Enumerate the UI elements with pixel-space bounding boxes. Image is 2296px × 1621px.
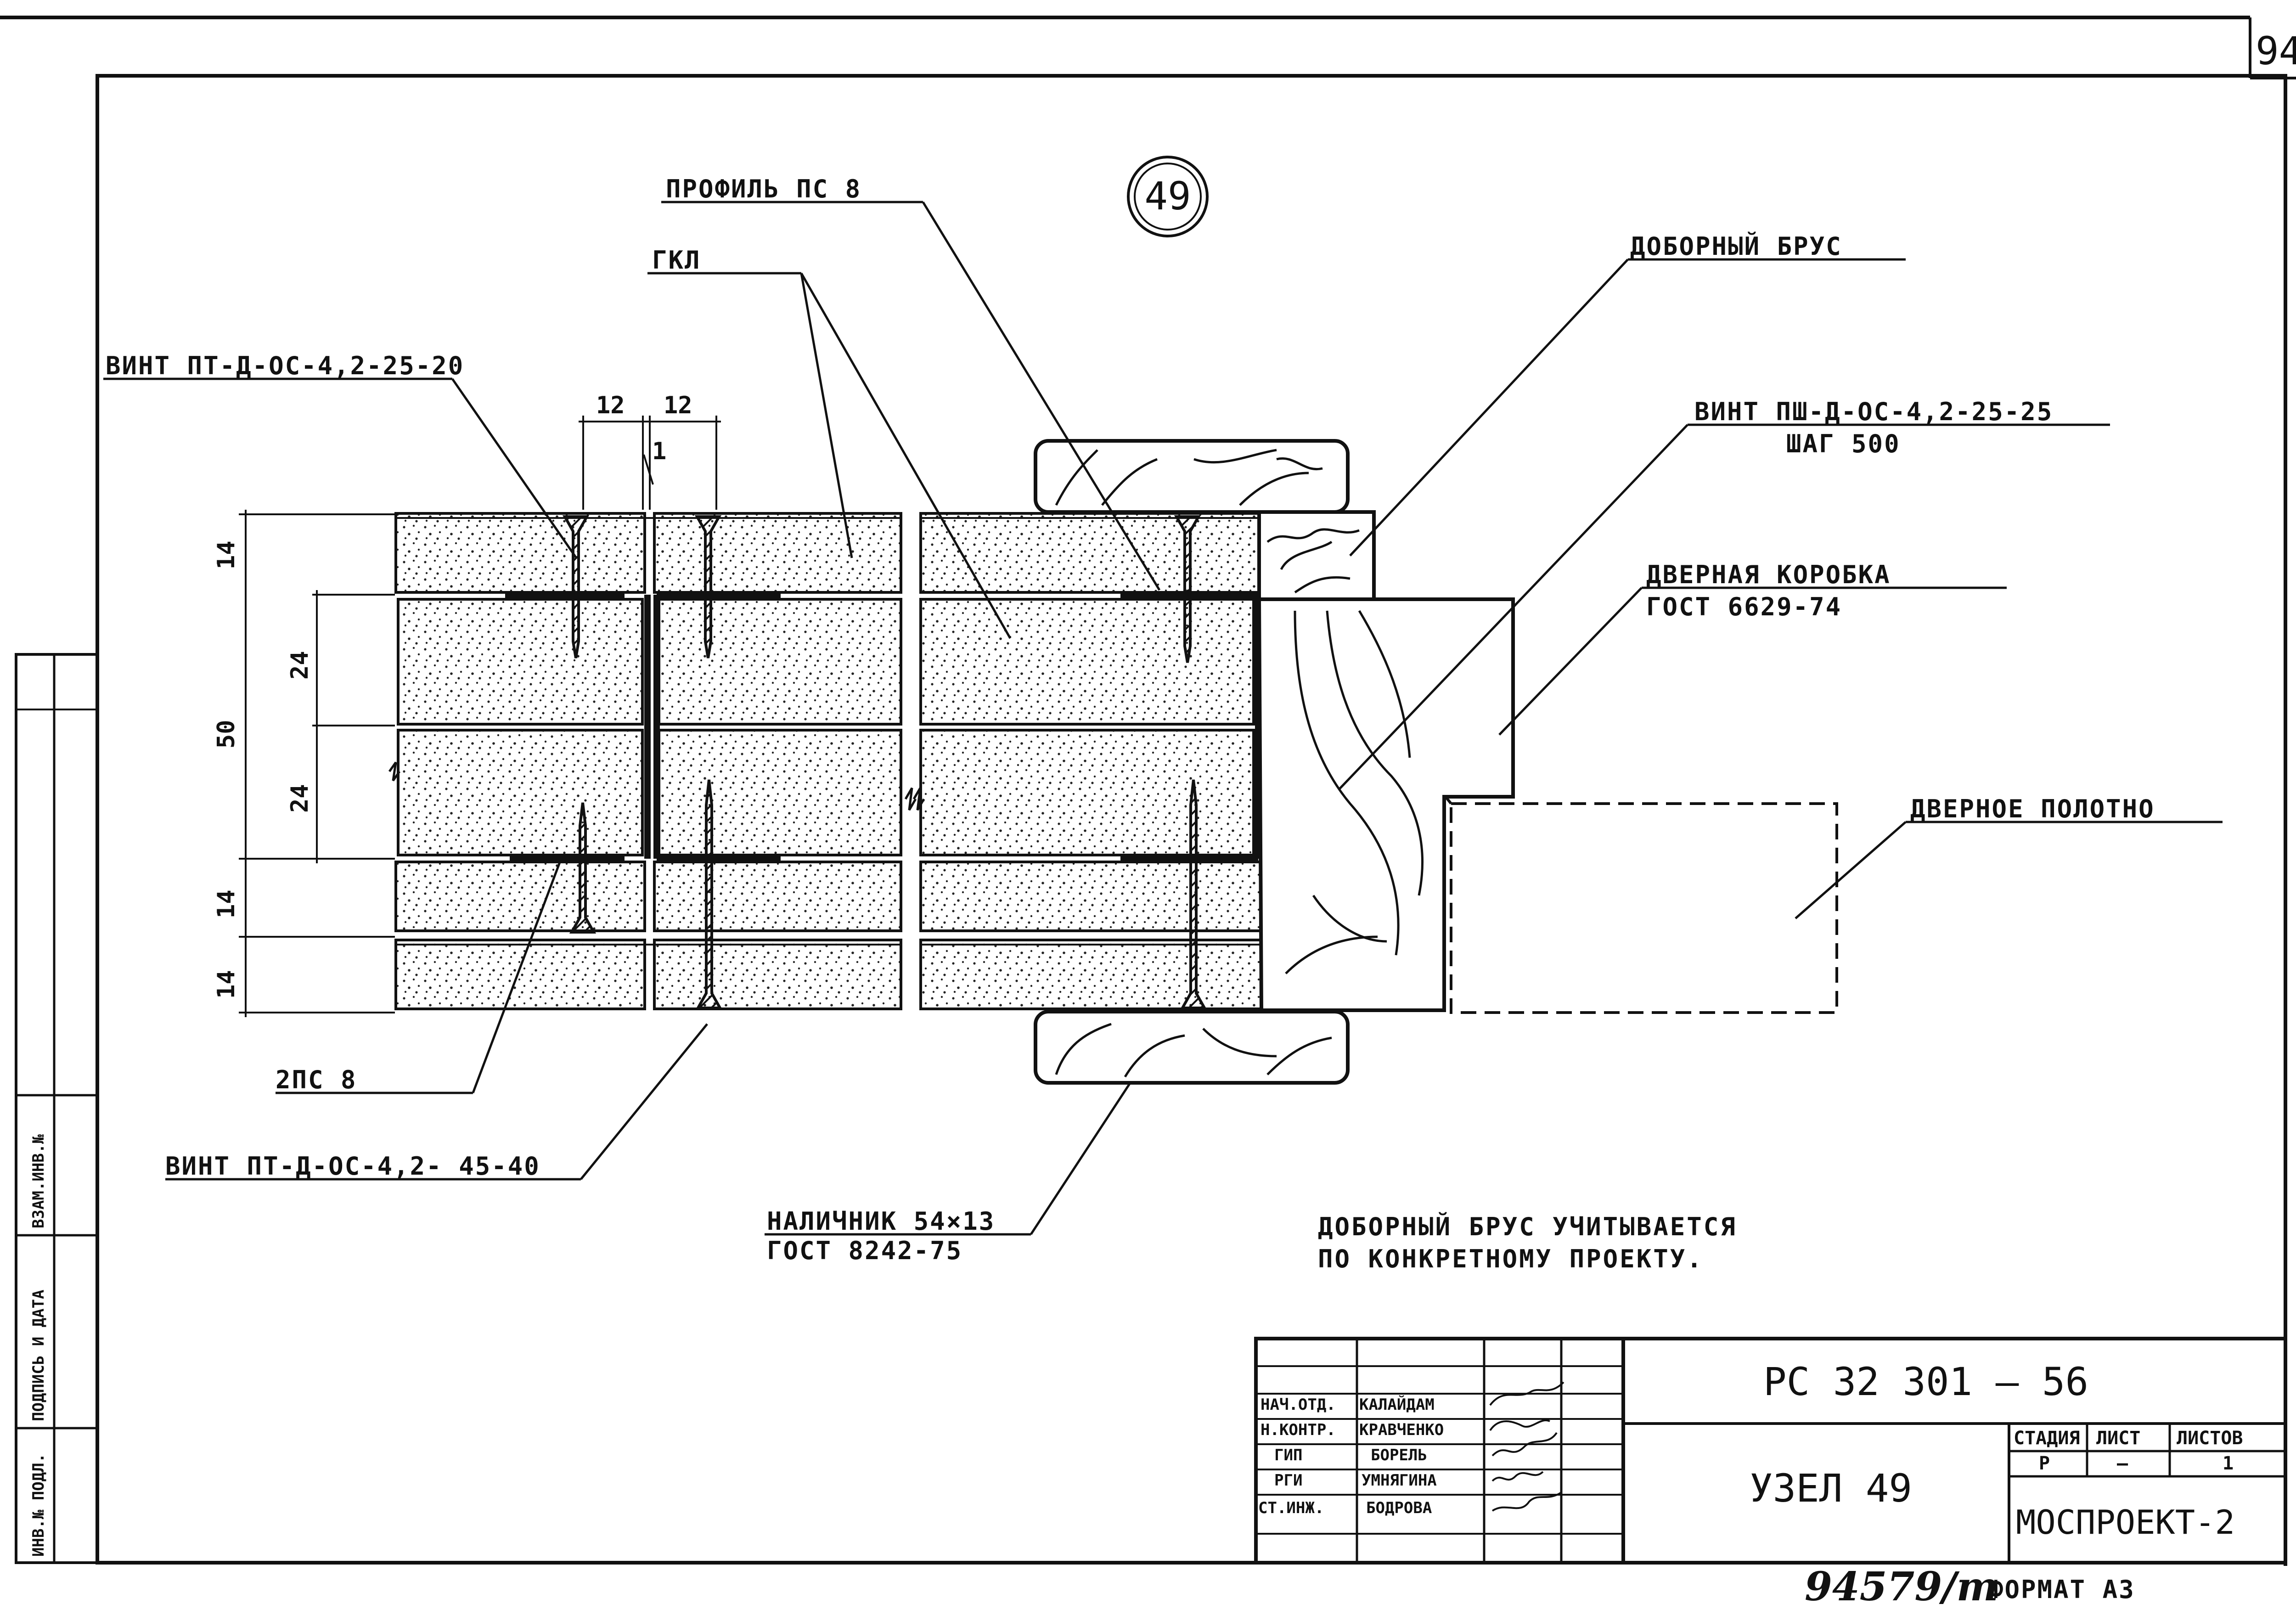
- sheets-header: ЛИСТОВ: [2177, 1428, 2243, 1449]
- dim-14-middle: 14: [213, 889, 240, 918]
- label-gkl: ГКЛ: [652, 246, 701, 275]
- dim-14-top: 14: [213, 540, 240, 569]
- stage-header: СТАДИЯ: [2014, 1428, 2080, 1449]
- staff-role-4: РГИ: [1274, 1471, 1302, 1490]
- label-door-frame: ДВЕРНАЯ КОРОБКА: [1646, 560, 1891, 589]
- dimension-texts: 12 12 1 14 24 50 24 14 14: [213, 392, 692, 999]
- dim-50: 50: [213, 720, 240, 749]
- label-casing: НАЛИЧНИК 54×13: [767, 1207, 995, 1236]
- sheet-header: ЛИСТ: [2096, 1428, 2140, 1449]
- screws: [562, 515, 1402, 1009]
- staff-role-2: Н.КОНТР.: [1261, 1421, 1336, 1439]
- staff-name-1: КАЛАЙДАМ: [1359, 1395, 1435, 1414]
- doc-code: РС 32 301 – 56: [1763, 1359, 2088, 1404]
- organization: МОСПРОЕКТ-2: [2016, 1503, 2235, 1542]
- label-screw-short: ВИНТ ПТ-Д-ОС-4,2-25-20: [106, 351, 464, 380]
- staff-role-5: СТ.ИНЖ.: [1258, 1499, 1324, 1517]
- label-profile-2: 2ПС 8: [276, 1065, 357, 1094]
- sheet-frame: [0, 16, 2296, 1566]
- dim-24-upper: 24: [286, 651, 314, 680]
- staff-name-5: БОДРОВА: [1366, 1499, 1432, 1517]
- gkl-wall-section: [388, 512, 1263, 1010]
- side-stamp: ИНВ.№ ПОДЛ. ПОДПИСЬ И ДАТА ВЗАМ.ИНВ.№: [15, 653, 99, 1564]
- door-leaf: [1450, 802, 1838, 1014]
- stage-value: Р: [2039, 1453, 2050, 1474]
- note-line-1: ДОБОРНЫЙ БРУС УЧИТЫВАЕТСЯ: [1318, 1212, 1737, 1241]
- label-door-frame-standard: ГОСТ 6629-74: [1646, 592, 1842, 621]
- drawing-title: УЗЕЛ 49: [1750, 1466, 1912, 1511]
- leader-lines: [103, 201, 2223, 1236]
- dim-14-bottom: 14: [213, 970, 240, 999]
- label-screw-long: ВИНТ ПТ-Д-ОС-4,2- 45-40: [165, 1152, 540, 1181]
- label-profile: ПРОФИЛЬ ПС 8: [666, 174, 861, 203]
- dim-1: 1: [652, 438, 666, 465]
- detail-marker: 49: [1127, 156, 1209, 237]
- staff-name-4: УМНЯГИНА: [1362, 1471, 1437, 1490]
- paper-format: ФОРМАТ А3: [1988, 1575, 2135, 1604]
- note-line-2: ПО КОНКРЕТНОМУ ПРОЕКТУ.: [1318, 1244, 1704, 1273]
- wood-parts: [1034, 439, 1515, 1085]
- sheet-number: 94: [2256, 28, 2296, 73]
- dimension-lines: [239, 416, 721, 1017]
- title-block-texts: РС 32 301 – 56 УЗЕЛ 49 МОСПРОЕКТ-2 СТАДИ…: [1258, 1359, 2243, 1542]
- sheet-value: —: [2117, 1453, 2128, 1474]
- dim-12-right: 12: [664, 392, 692, 419]
- staff-name-2: КРАВЧЕНКО: [1359, 1421, 1444, 1439]
- sheets-value: 1: [2223, 1453, 2234, 1474]
- inventory-number: 94579/т: [1805, 1564, 1998, 1610]
- title-block: [1254, 1337, 2287, 1565]
- label-door-leaf: ДВЕРНОЕ ПОЛОТНО: [1910, 794, 2155, 823]
- label-casing-standard: ГОСТ 8242-75: [767, 1236, 962, 1265]
- label-screw-frame: ВИНТ ПШ-Д-ОС-4,2-25-25: [1694, 397, 2053, 426]
- side-stamp-signature: ПОДПИСЬ И ДАТА: [29, 1289, 48, 1421]
- callout-labels: ПРОФИЛЬ ПС 8 ГКЛ ВИНТ ПТ-Д-ОС-4,2-25-20 …: [106, 174, 2155, 1265]
- label-additional-beam: ДОБОРНЫЙ БРУС: [1630, 232, 1842, 261]
- label-screw-step: ШАГ 500: [1786, 429, 1901, 458]
- staff-role-3: ГИП: [1274, 1446, 1302, 1464]
- drawing-note: ДОБОРНЫЙ БРУС УЧИТЫВАЕТСЯ ПО КОНКРЕТНОМУ…: [1318, 1212, 1737, 1273]
- signatures: [1489, 1381, 1564, 1512]
- staff-role-1: НАЧ.ОТД.: [1261, 1396, 1336, 1414]
- staff-name-3: БОРЕЛЬ: [1371, 1446, 1427, 1464]
- dim-12-left: 12: [596, 392, 625, 419]
- side-stamp-replaced-inv: ВЗАМ.ИНВ.№: [29, 1134, 48, 1228]
- detail-number: 49: [1144, 174, 1191, 219]
- dim-24-lower: 24: [286, 784, 314, 813]
- side-stamp-inv: ИНВ.№ ПОДЛ.: [29, 1453, 48, 1557]
